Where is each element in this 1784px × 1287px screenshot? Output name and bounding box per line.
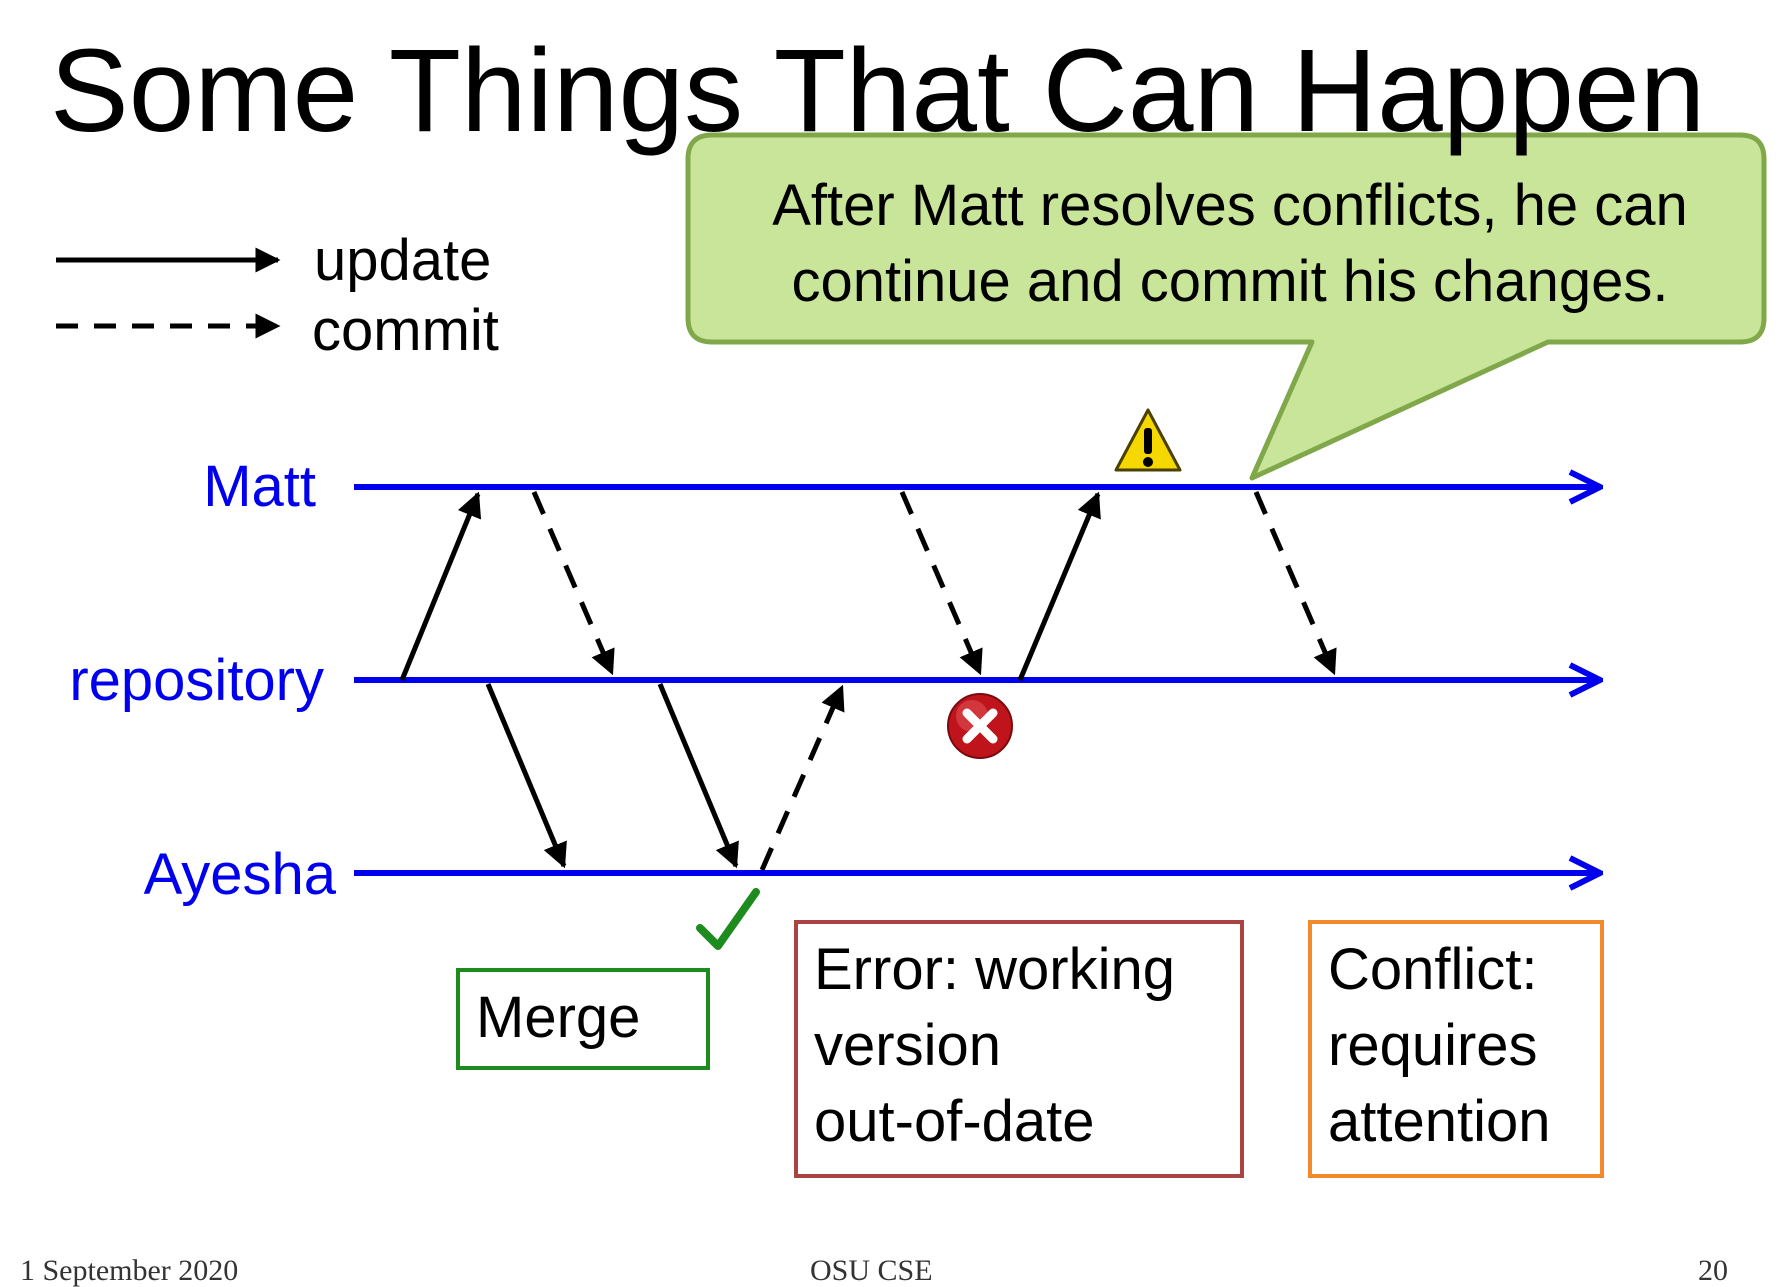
conflict-box-border bbox=[1308, 920, 1604, 1178]
lane-label-repository: repository bbox=[69, 648, 324, 713]
update-arrow-repo-to-ayesha-2 bbox=[657, 683, 739, 869]
merge-box-border bbox=[456, 968, 710, 1070]
conflict-box: Conflict: requires attention bbox=[1310, 922, 1602, 1176]
legend-update-label: update bbox=[314, 228, 492, 293]
commit-arrow-matt-to-repo-3 bbox=[1253, 491, 1337, 676]
commit-arrow-ayesha-to-repo bbox=[759, 684, 845, 872]
callout-text: After Matt resolves conflicts, he can co… bbox=[690, 168, 1770, 320]
footer-page-number: 20 bbox=[1698, 1254, 1728, 1287]
lane-label-ayesha: Ayesha bbox=[143, 842, 336, 907]
callout-line-1: After Matt resolves conflicts, he can bbox=[772, 173, 1688, 238]
merge-label: Merge bbox=[476, 985, 641, 1050]
footer-date: 1 September 2020 bbox=[20, 1254, 239, 1287]
error-box: Error: working version out-of-date bbox=[796, 922, 1242, 1176]
commit-arrow-matt-to-repo-1 bbox=[531, 491, 615, 676]
error-line-3: out-of-date bbox=[814, 1089, 1095, 1154]
lane-label-matt: Matt bbox=[203, 454, 316, 519]
footer-center: OSU CSE bbox=[810, 1254, 933, 1287]
error-icon bbox=[947, 693, 1013, 759]
update-arrow-repo-to-ayesha-1 bbox=[485, 683, 567, 869]
update-arrow-repo-to-matt-1 bbox=[399, 491, 482, 681]
slide-title: Some Things That Can Happen bbox=[50, 25, 1706, 157]
conflict-line-2: requires bbox=[1328, 1013, 1538, 1078]
conflict-line-3: attention bbox=[1328, 1089, 1551, 1154]
checkmark-icon bbox=[696, 888, 760, 950]
error-line-2: version bbox=[814, 1013, 1001, 1078]
conflict-line-1: Conflict: bbox=[1328, 937, 1538, 1002]
callout-line-2: continue and commit his changes. bbox=[791, 249, 1669, 314]
legend-commit-label: commit bbox=[312, 298, 499, 363]
callout-bubble bbox=[685, 132, 1767, 481]
commit-arrow-matt-to-repo-2 bbox=[899, 491, 983, 676]
error-line-1: Error: working bbox=[814, 937, 1175, 1002]
warning-icon bbox=[1114, 408, 1182, 472]
merge-box: Merge bbox=[458, 970, 708, 1068]
error-box-border bbox=[794, 920, 1244, 1178]
update-arrow-repo-to-matt-2 bbox=[1017, 491, 1101, 681]
